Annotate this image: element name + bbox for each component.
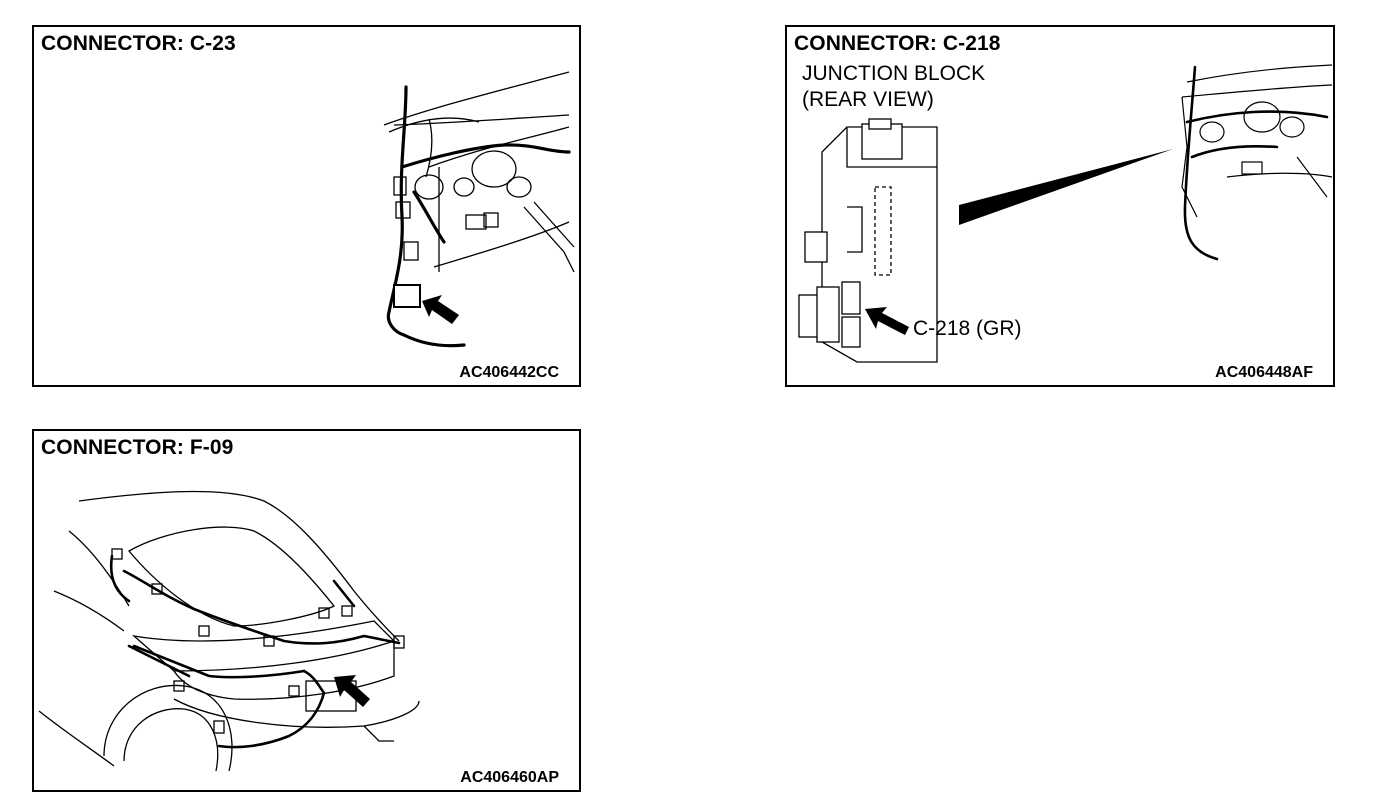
junction-block-illustration (798, 64, 1333, 363)
figure-code: AC406448AF (1215, 364, 1313, 381)
panel-title: CONNECTOR: C-218 (794, 32, 1001, 55)
subtitle-line-2: (REAR VIEW) (802, 88, 934, 111)
arrow-pointer-icon (334, 675, 370, 707)
subtitle-line-1: JUNCTION BLOCK (802, 62, 986, 85)
arrow-pointer-icon (422, 295, 459, 324)
panel-title: CONNECTOR: F-09 (41, 436, 234, 459)
rear-hatch-harness-illustration (38, 490, 420, 772)
connector-c218-panel: CONNECTOR: C-218 JUNCTION BLOCK (REAR VI… (785, 25, 1335, 387)
arrow-pointer-icon (865, 307, 909, 335)
connector-c23-panel: CONNECTOR: C-23 (32, 25, 581, 387)
connector-label: C-218 (GR) (913, 317, 1022, 340)
figure-code: AC406460AP (460, 769, 559, 786)
panel-title: CONNECTOR: C-23 (41, 32, 236, 55)
figure-code: AC406442CC (459, 364, 559, 381)
connector-f09-panel: CONNECTOR: F-09 (32, 429, 581, 792)
dashboard-harness-illustration (383, 71, 575, 348)
